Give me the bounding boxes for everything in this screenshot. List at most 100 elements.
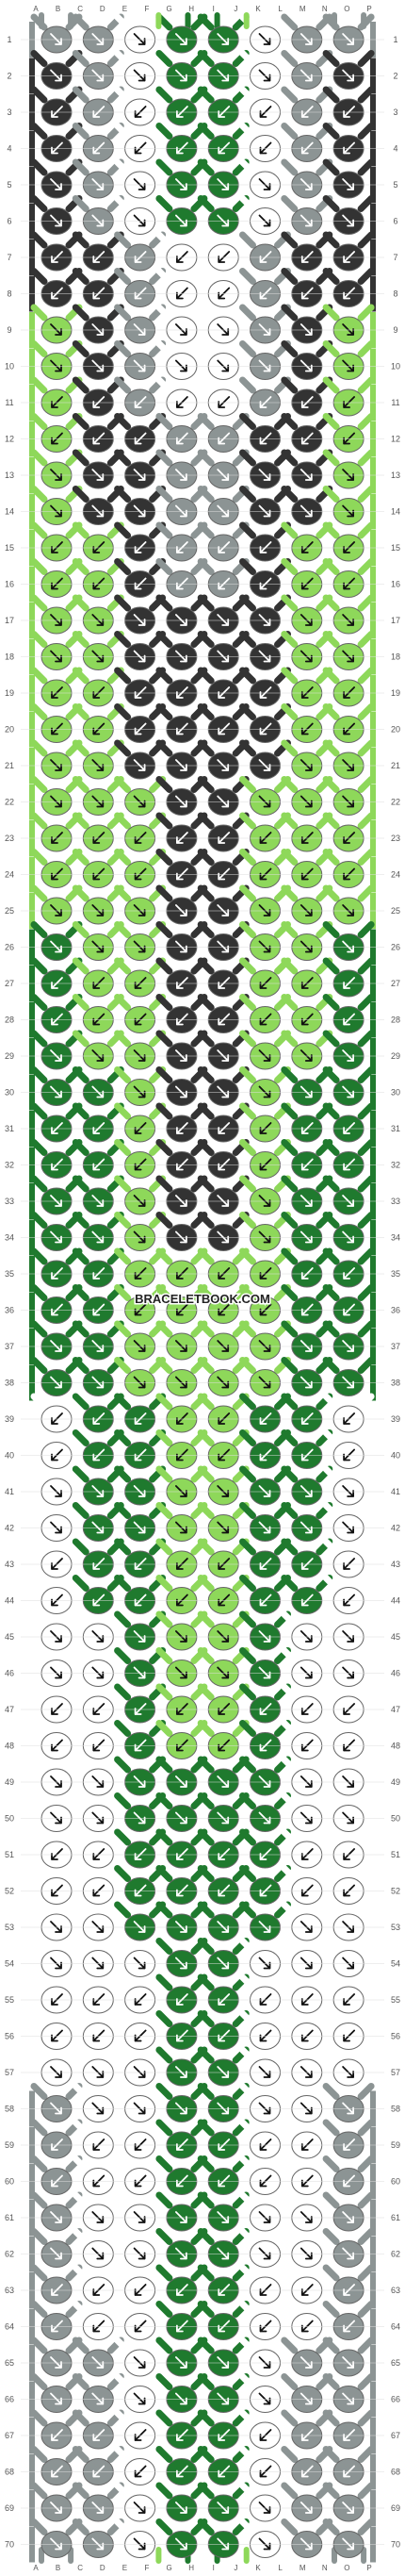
thread-segment xyxy=(281,1610,299,1628)
thread-segment xyxy=(30,1973,48,1991)
thread-segment xyxy=(197,123,215,140)
thread-segment xyxy=(155,50,173,67)
thread-segment xyxy=(72,812,89,830)
thread-segment xyxy=(322,849,340,866)
column-label: N xyxy=(322,2564,328,2572)
row-number: 23 xyxy=(5,834,14,843)
thread-segment xyxy=(30,594,48,612)
thread-segment xyxy=(239,1284,256,1301)
thread-segment xyxy=(239,1320,256,1338)
row-number: 61 xyxy=(5,2213,14,2222)
thread-segment xyxy=(155,2518,173,2535)
thread-segment xyxy=(322,1575,340,1592)
thread-segment xyxy=(322,1102,340,1120)
row-number: 70 xyxy=(5,2540,14,2550)
thread-segment xyxy=(239,1393,256,1411)
thread-segment xyxy=(155,2119,173,2137)
thread-segment xyxy=(197,739,215,757)
row-number: 51 xyxy=(5,1850,14,1859)
thread-segment xyxy=(114,486,132,503)
thread-segment xyxy=(322,631,340,648)
thread-segment xyxy=(357,1865,375,1882)
thread-segment xyxy=(239,86,256,104)
thread-segment xyxy=(239,849,256,866)
row-number: 17 xyxy=(5,616,14,625)
thread-segment xyxy=(155,1938,173,1955)
thread-segment xyxy=(72,13,89,31)
row-number: 18 xyxy=(391,652,400,662)
row-number: 69 xyxy=(391,2503,400,2513)
thread-segment xyxy=(197,812,215,830)
row-number: 17 xyxy=(391,616,400,625)
thread-segment xyxy=(197,957,215,975)
thread-segment xyxy=(114,2446,132,2463)
thread-segment xyxy=(114,739,132,757)
thread-segment xyxy=(197,2046,215,2064)
thread-segment xyxy=(239,2264,256,2282)
thread-segment xyxy=(281,1538,299,1556)
thread-segment xyxy=(239,304,256,322)
thread-segment xyxy=(155,1901,173,1919)
thread-segment xyxy=(239,521,256,539)
thread-segment xyxy=(155,1720,173,1737)
thread-segment xyxy=(357,1066,375,1083)
thread-segment xyxy=(114,195,132,212)
thread-segment xyxy=(155,2373,173,2390)
thread-segment xyxy=(30,123,48,140)
column-label: P xyxy=(366,2564,371,2572)
thread-segment xyxy=(114,921,132,938)
thread-segment xyxy=(281,413,299,430)
thread-segment xyxy=(322,667,340,685)
thread-segment xyxy=(281,486,299,503)
row-number: 53 xyxy=(391,1923,400,1932)
column-label: F xyxy=(145,5,150,13)
thread-segment xyxy=(357,1938,375,1955)
thread-segment xyxy=(197,1647,215,1664)
thread-segment xyxy=(357,2373,375,2390)
thread-segment xyxy=(281,957,299,975)
thread-segment xyxy=(197,50,215,67)
thread-segment xyxy=(197,1212,215,1229)
thread-segment xyxy=(30,231,48,249)
thread-segment xyxy=(322,123,340,140)
thread-segment xyxy=(197,994,215,1011)
thread-segment xyxy=(322,1030,340,1048)
thread-segment xyxy=(357,521,375,539)
thread-segment xyxy=(322,884,340,902)
thread-segment xyxy=(322,2228,340,2245)
row-number: 54 xyxy=(391,1959,400,1969)
thread-segment xyxy=(114,2337,132,2354)
thread-segment xyxy=(114,231,132,249)
thread-segment xyxy=(30,957,48,975)
thread-segment xyxy=(322,2482,340,2500)
thread-segment xyxy=(114,304,132,322)
row-number: 9 xyxy=(7,325,11,335)
thread-segment xyxy=(72,158,89,176)
thread-segment xyxy=(281,2083,299,2100)
thread-segment xyxy=(155,2010,173,2027)
thread-segment xyxy=(281,1393,299,1411)
thread-segment xyxy=(30,921,48,938)
row-number: 67 xyxy=(5,2431,14,2440)
thread-segment xyxy=(114,1175,132,1193)
thread-segment xyxy=(357,1720,375,1737)
thread-segment xyxy=(357,703,375,720)
thread-segment xyxy=(155,1247,173,1265)
thread-segment xyxy=(155,1538,173,1556)
column-label: A xyxy=(33,2564,39,2572)
thread-segment xyxy=(72,1320,89,1338)
row-number: 56 xyxy=(391,2032,400,2041)
thread-segment xyxy=(281,812,299,830)
thread-segment xyxy=(30,1102,48,1120)
thread-segment xyxy=(114,1429,132,1446)
thread-segment xyxy=(155,231,173,249)
column-label: B xyxy=(56,2564,60,2572)
row-number: 28 xyxy=(391,1016,400,1025)
thread-segment xyxy=(114,2409,132,2427)
thread-segment xyxy=(322,2119,340,2137)
row-number: 70 xyxy=(391,2540,400,2550)
thread-segment xyxy=(322,1212,340,1229)
thread-segment xyxy=(114,667,132,685)
row-number: 2 xyxy=(393,72,397,81)
thread-segment xyxy=(155,1973,173,1991)
